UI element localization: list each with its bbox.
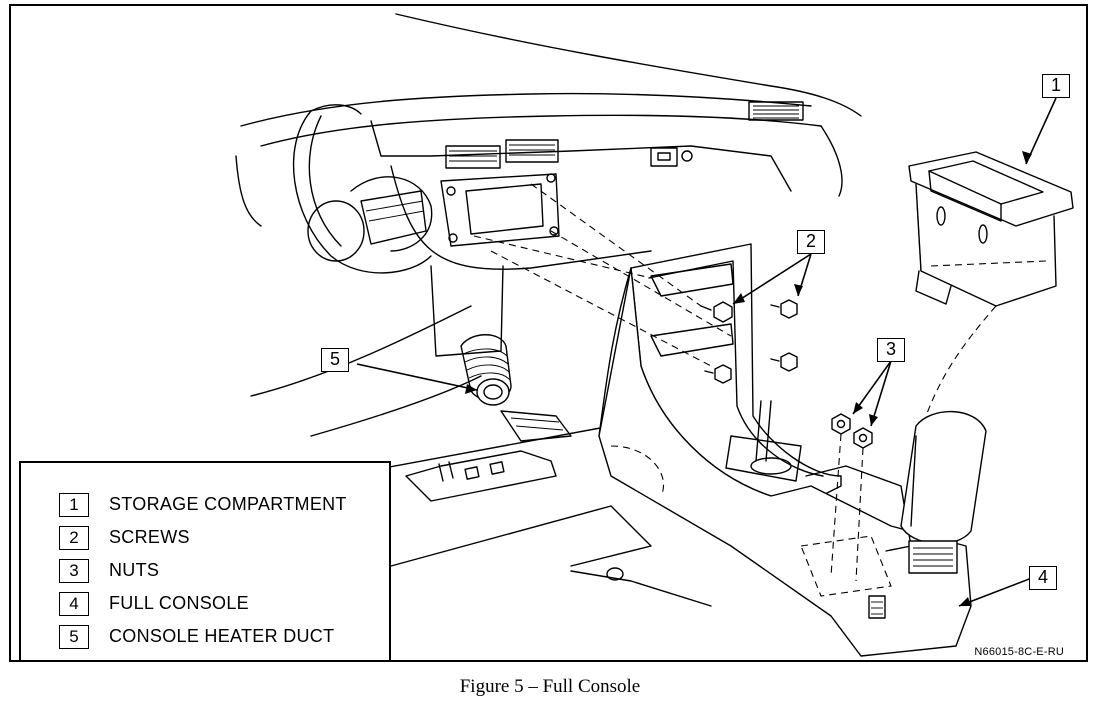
- storage-compartment: [908, 151, 1074, 307]
- floor-bracket: [405, 450, 557, 502]
- callout-nuts: 3: [877, 338, 905, 362]
- callout-storage-compartment: 1: [1042, 74, 1070, 98]
- legend-number: 1: [59, 493, 89, 517]
- nuts: [831, 413, 873, 449]
- full-console: [598, 243, 987, 657]
- figure-caption: Figure 5 – Full Console: [459, 676, 641, 697]
- legend-item: 3 NUTS: [59, 559, 389, 585]
- legend-number: 4: [59, 592, 89, 616]
- legend-box: 1 STORAGE COMPARTMENT 2 SCREWS 3 NUTS 4 …: [19, 461, 391, 660]
- legend-label: NUTS: [109, 560, 160, 580]
- leader-arrows: [356, 97, 1057, 607]
- figure-reference-code: N66015-8C-E-RU: [974, 646, 1064, 658]
- legend-label: STORAGE COMPARTMENT: [109, 494, 347, 514]
- assembly-lines: [473, 183, 997, 582]
- steering-wheel: [292, 104, 433, 274]
- legend-item: 4 FULL CONSOLE: [59, 592, 389, 618]
- diagram-frame: 1 2 3 4 5 1 STORAGE COMPARTMENT 2 SCREWS…: [9, 4, 1088, 662]
- console-exploded-illustration: [235, 13, 1074, 657]
- screws: [700, 299, 798, 384]
- legend-label: CONSOLE HEATER DUCT: [109, 626, 335, 646]
- legend-item: 1 STORAGE COMPARTMENT: [59, 493, 389, 519]
- steering-column: [250, 265, 712, 607]
- legend-number: 3: [59, 559, 89, 583]
- legend-label: FULL CONSOLE: [109, 593, 249, 613]
- legend-item: 5 CONSOLE HEATER DUCT: [59, 625, 389, 651]
- legend-number: 5: [59, 625, 89, 649]
- legend-label: SCREWS: [109, 527, 190, 547]
- dashboard-outline: [235, 13, 862, 270]
- legend-item: 2 SCREWS: [59, 526, 389, 552]
- callout-screws: 2: [797, 230, 825, 254]
- callout-full-console: 4: [1029, 566, 1057, 590]
- callout-heater-duct: 5: [321, 348, 349, 372]
- heater-duct: [460, 334, 572, 442]
- legend-number: 2: [59, 526, 89, 550]
